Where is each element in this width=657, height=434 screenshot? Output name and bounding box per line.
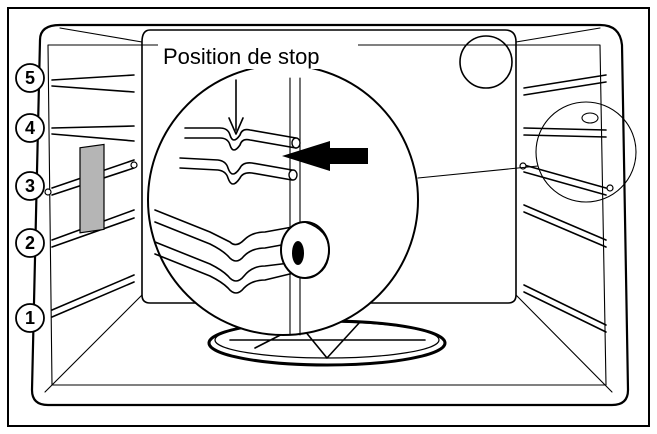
callout-label: Position de stop [163, 44, 320, 69]
ceiling-edge-left [59, 27, 143, 43]
shelf-number-4: 4 [25, 118, 35, 138]
oven-lamp [459, 35, 513, 89]
detail-marker-circle [535, 101, 637, 203]
detail-leader-line [417, 165, 539, 179]
shelf-number-4-circle [15, 113, 45, 143]
magnifier [147, 64, 419, 336]
shelf-number-2: 2 [25, 233, 35, 253]
oven-cavity [30, 23, 630, 407]
rack-hole-detail [581, 112, 599, 124]
right-shelf-rails [519, 74, 614, 333]
stop-position-arrow [282, 141, 368, 171]
shelf-number-2-circle [15, 228, 45, 258]
shelf-number-3-circle [15, 171, 45, 201]
left-wall-grey-panel [79, 143, 105, 234]
oven-cavity-inner-edge [47, 44, 607, 386]
shelf-number-5: 5 [25, 68, 35, 88]
shelf-position-numbers: 5 4 3 2 1 [15, 63, 45, 333]
ceiling-edge-right [515, 27, 601, 43]
callout-label-bg [158, 41, 358, 69]
shelf-number-1: 1 [25, 308, 35, 328]
shelf-number-5-circle [15, 63, 45, 93]
oven-back-wall [141, 29, 517, 304]
shelf-number-1-circle [15, 303, 45, 333]
floor-edge-right [515, 294, 613, 393]
callout-arrow-head [228, 117, 244, 135]
shelf-number-3: 3 [25, 176, 35, 196]
floor-edge-left [44, 294, 143, 393]
